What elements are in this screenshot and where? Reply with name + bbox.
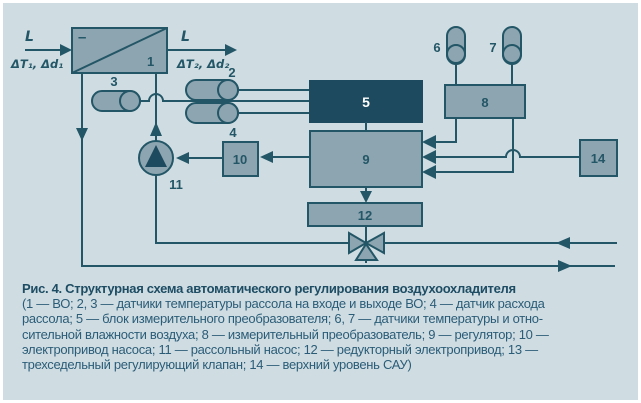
block8-right-to-block9-wire (436, 118, 514, 173)
block-9-input-arrowhead-1-icon (422, 135, 436, 149)
block-10-number: 10 (233, 152, 247, 167)
block10-to-pump-arrow (176, 152, 223, 164)
valve-left-triangle (348, 231, 368, 255)
sensor-2-brine-temp: 2 (185, 65, 310, 101)
caption-line: электропривод насоса; 11 — рассольный на… (22, 341, 538, 357)
block-14-upper-level: 14 (579, 139, 618, 177)
sensor-4-brine-flow: 4 (185, 102, 310, 140)
block-1-diagonal (71, 27, 168, 74)
block-12-number: 12 (358, 208, 372, 223)
sensor-7-number: 7 (489, 40, 496, 55)
block-14-number: 14 (591, 151, 606, 166)
block-8-number: 8 (481, 95, 488, 110)
riser-up-arrowhead-icon (150, 122, 162, 136)
block-5-measuring-unit: 5 (309, 80, 423, 123)
block12-input-arrowhead-icon (360, 191, 372, 203)
supply-left-arrowhead-icon (556, 237, 570, 249)
block9-to-block12-arrow (360, 187, 372, 203)
block-9-input-arrowhead-3-icon (422, 165, 436, 179)
block-9-regulator: 9 (309, 130, 436, 188)
sensor-6-end-cap (446, 44, 466, 64)
block-8-rect (444, 84, 526, 119)
caption-line: трехседельный регулирующий клапан; 14 — … (22, 357, 412, 373)
caption-line: рассола; 5 — блок измерительного преобра… (22, 311, 543, 327)
pump-input-arrowhead-icon (176, 152, 189, 164)
sensor-3-number: 3 (110, 74, 117, 89)
air-outlet-delta-label: ΔT₂, Δd₂ (176, 57, 229, 71)
sensor-7-end-cap (502, 44, 522, 64)
three-way-valve-icon (348, 231, 385, 266)
pump-11-icon: 11 (138, 140, 183, 192)
block-5-rect (309, 80, 423, 123)
figure-title: Рис. 4. Структурная схема автоматическог… (22, 281, 516, 296)
block10-input-arrowhead-icon (260, 151, 273, 163)
block8-left-to-block9-wire (436, 118, 457, 143)
block-12-gear-drive: 12 (307, 202, 423, 227)
sensor-3-wire-with-hop (140, 93, 310, 102)
pump-suction-pipe (155, 175, 349, 244)
block-10-pump-drive: 10 (222, 141, 259, 177)
air-inlet-flow: L ΔT₁, Δd₁ (10, 29, 72, 71)
air-outlet-arrowhead-icon (225, 44, 237, 56)
block-9-rect (309, 130, 423, 188)
sensor-2-number: 2 (228, 65, 235, 80)
sensor-6-air-temp: 6 (433, 26, 466, 85)
sensor-2-end-cap (217, 79, 239, 101)
sensor-6-number: 6 (433, 40, 440, 55)
return-down-arrowhead-icon (76, 128, 88, 141)
pump-to-cooler-pipe (150, 73, 162, 141)
block-14-rect (579, 139, 618, 177)
block-9-number: 9 (362, 152, 369, 167)
brine-supply-line (384, 237, 617, 249)
block-10-rect (222, 141, 259, 177)
block-1-air-cooler: – 1 (71, 27, 168, 74)
pump-number: 11 (169, 177, 183, 192)
sensor-3-brine-temp: 3 (91, 74, 310, 112)
caption-line: (1 — ВО; 2, 3 — датчики температуры расс… (22, 296, 545, 312)
block-1-minus-sign: – (78, 29, 86, 46)
block14-to-block9-wire-with-hop (436, 149, 580, 158)
block-1-number: 1 (147, 54, 154, 69)
sensor-7-air-humidity: 7 (489, 26, 522, 85)
pump-triangle-icon (145, 145, 167, 167)
air-inlet-arrowhead-icon (60, 44, 72, 56)
block-8-transducer: 8 (444, 84, 526, 119)
return-right-arrowhead-icon (558, 260, 572, 272)
brine-return-line (76, 73, 615, 272)
schematic-diagram: L ΔT₁, Δd₁ L ΔT₂, Δd₂ – 1 3 2 (10, 26, 618, 272)
block-9-input-arrowhead-2-icon (422, 150, 436, 164)
figure-caption: Рис. 4. Структурная схема автоматическог… (22, 281, 630, 372)
block-5-number: 5 (362, 94, 370, 110)
air-inlet-label: L (25, 29, 34, 45)
sensor-4-end-cap (217, 102, 239, 124)
air-outlet-flow: L ΔT₂, Δd₂ (167, 29, 237, 71)
air-inlet-delta-label: ΔT₁, Δd₁ (10, 57, 63, 71)
air-outlet-label: L (181, 29, 190, 45)
block9-to-block10-arrow (260, 151, 310, 163)
caption-line: сительной влажности воздуха; 8 — измерит… (22, 326, 549, 342)
sensor-3-end-cap (119, 90, 141, 112)
sensor-4-number: 4 (229, 125, 237, 140)
